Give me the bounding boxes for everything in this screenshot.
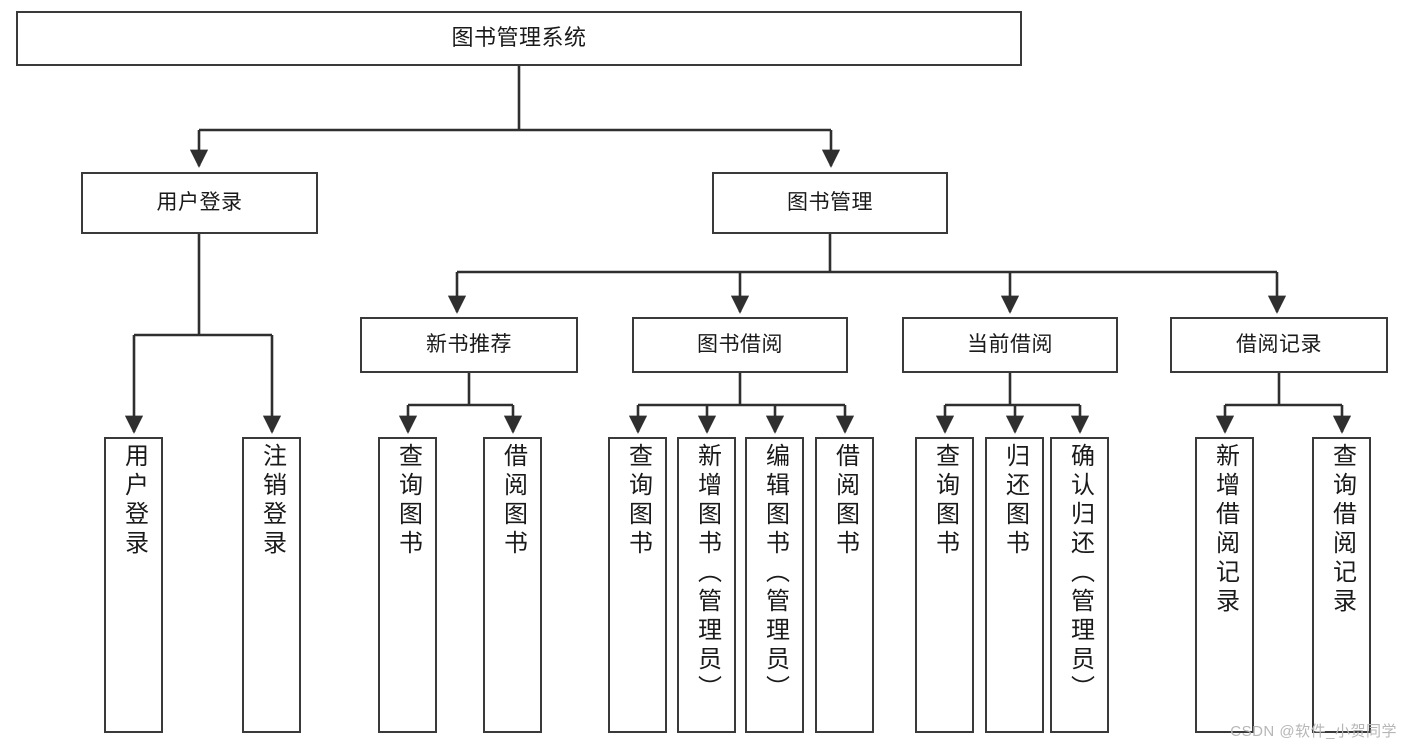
node-leaf-add-book-admin[interactable]: 新增图书（管理员） [677, 437, 736, 733]
node-leaf-logout-label: 注销登录 [258, 443, 286, 559]
node-leaf-add-borrow-record-label: 新增借阅记录 [1211, 443, 1239, 617]
node-level2-current-borrow-label: 当前借阅 [967, 333, 1053, 357]
node-leaf-confirm-return-admin[interactable]: 确认归还（管理员） [1050, 437, 1109, 733]
node-level2-borrow-record-label: 借阅记录 [1236, 333, 1322, 357]
node-leaf-query-borrow-record[interactable]: 查询借阅记录 [1312, 437, 1371, 733]
node-level1-user-login-label: 用户登录 [156, 191, 243, 215]
node-leaf-edit-book-admin[interactable]: 编辑图书（管理员） [745, 437, 804, 733]
node-leaf-logout[interactable]: 注销登录 [242, 437, 301, 733]
watermark-text: CSDN @软件_小贺同学 [1230, 723, 1397, 740]
node-level2-borrow-record[interactable]: 借阅记录 [1170, 317, 1388, 373]
node-leaf-query-book-current-label: 查询图书 [931, 443, 959, 559]
node-leaf-borrow-book[interactable]: 借阅图书 [815, 437, 874, 733]
node-leaf-edit-book-admin-label: 编辑图书（管理员） [761, 443, 789, 704]
node-leaf-query-borrow-record-label: 查询借阅记录 [1328, 443, 1356, 617]
node-leaf-query-book-borrow-label: 查询图书 [624, 443, 652, 559]
node-leaf-borrow-book-recommend-label: 借阅图书 [499, 443, 527, 559]
node-root[interactable]: 图书管理系统 [16, 11, 1022, 66]
node-level2-book-borrow[interactable]: 图书借阅 [632, 317, 848, 373]
node-level2-new-book-recommend[interactable]: 新书推荐 [360, 317, 578, 373]
node-leaf-add-book-admin-label: 新增图书（管理员） [693, 443, 721, 704]
node-leaf-query-book-current[interactable]: 查询图书 [915, 437, 974, 733]
node-leaf-borrow-book-recommend[interactable]: 借阅图书 [483, 437, 542, 733]
node-leaf-query-book-recommend[interactable]: 查询图书 [378, 437, 437, 733]
node-level2-new-book-recommend-label: 新书推荐 [426, 333, 512, 357]
node-leaf-return-book-label: 归还图书 [1001, 443, 1029, 559]
node-level2-book-borrow-label: 图书借阅 [697, 333, 783, 357]
node-leaf-query-book-borrow[interactable]: 查询图书 [608, 437, 667, 733]
node-leaf-return-book[interactable]: 归还图书 [985, 437, 1044, 733]
node-level1-user-login[interactable]: 用户登录 [81, 172, 318, 234]
node-root-label: 图书管理系统 [451, 25, 587, 51]
node-leaf-borrow-book-label: 借阅图书 [831, 443, 859, 559]
node-leaf-user-login[interactable]: 用户登录 [104, 437, 163, 733]
node-leaf-confirm-return-admin-label: 确认归还（管理员） [1066, 443, 1094, 704]
node-level1-book-management-label: 图书管理 [787, 191, 873, 215]
node-level2-current-borrow[interactable]: 当前借阅 [902, 317, 1118, 373]
node-leaf-query-book-recommend-label: 查询图书 [394, 443, 422, 559]
node-leaf-user-login-label: 用户登录 [120, 443, 148, 559]
node-level1-book-management[interactable]: 图书管理 [712, 172, 948, 234]
node-leaf-add-borrow-record[interactable]: 新增借阅记录 [1195, 437, 1254, 733]
